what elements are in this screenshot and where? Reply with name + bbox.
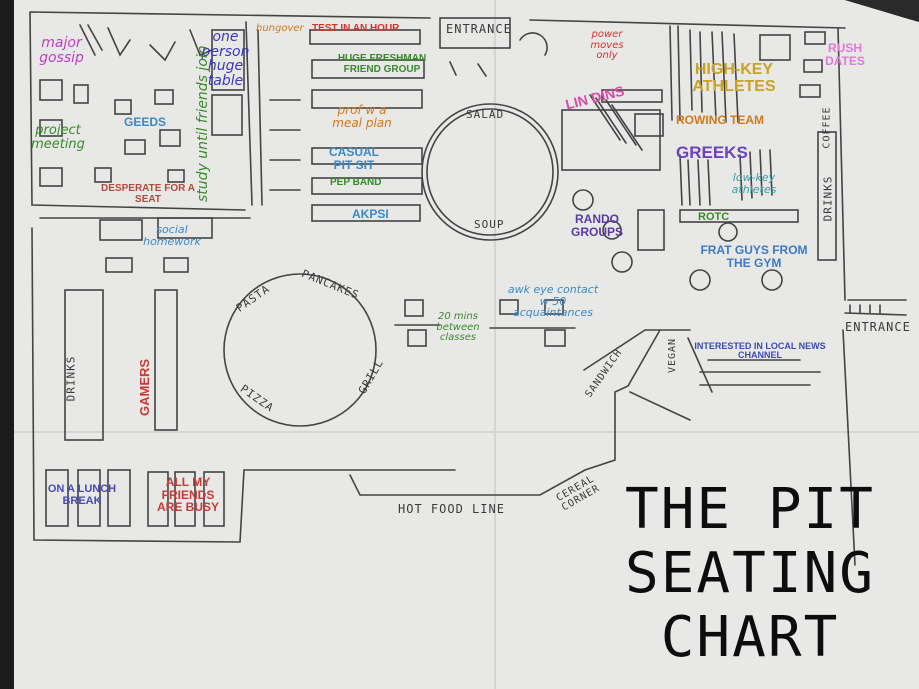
zone-gamers: GAMERS [138, 359, 152, 416]
zone-pep-band: PEP BAND [330, 178, 382, 189]
drinks-left-label: DRINKS [64, 356, 77, 402]
zone-geeds: GEEDS [124, 116, 166, 129]
title-line-2: SEATING [600, 542, 900, 606]
vegan-label: VEGAN [667, 338, 678, 373]
zone-study-until-friends-join: study until friends join [196, 45, 211, 202]
coffee-label: COFFEE [822, 106, 833, 148]
zone-high-key-athletes: HIGH-KEY ATHLETES [676, 62, 792, 96]
zone-prof-w-a-meal-plan: prof w a meal plan [322, 104, 402, 129]
zone-20-mins-between-classes: 20 mins between classes [418, 312, 498, 344]
zone-huge-freshman-friend-group: HUGE FRESHMAN FRIEND GROUP [330, 54, 434, 75]
entrance-top-label: ENTRANCE [446, 22, 512, 36]
soup-label: SOUP [474, 218, 505, 231]
zone-low-key-athletes: low-key athletes [722, 172, 786, 195]
zone-desperate-for-a-seat: DESPERATE FOR A SEAT [96, 184, 200, 205]
drinks-right-label: DRINKS [821, 176, 834, 222]
page-title: THE PIT SEATING CHART [600, 478, 900, 670]
zone-project-meeting: project meeting [26, 124, 90, 151]
zone-frat-guys-from-the-gym: FRAT GUYS FROM THE GYM [692, 244, 816, 269]
zone-on-a-lunch-break: ON A LUNCH BREAK [34, 484, 130, 507]
title-line-3: CHART [600, 606, 900, 670]
zone-rando-groups: RANDO GROUPS [564, 213, 630, 238]
zone-awk-eye-contact: awk eye contact w 50 acquaintances [506, 284, 600, 319]
zone-akpsi: AKPSI [352, 208, 389, 221]
zone-casual-pit-sit: CASUAL PIT SIT [322, 146, 386, 171]
title-line-1: THE PIT [600, 478, 900, 542]
entrance-right-label: ENTRANCE [845, 320, 911, 334]
zone-power-moves-only: power moves only [580, 30, 634, 62]
zone-major-gossip: major gossip [34, 36, 89, 65]
zone-hungover: hungover [256, 24, 304, 35]
hot-food-line-label: HOT FOOD LINE [398, 502, 505, 516]
zone-all-my-friends-are-busy: ALL MY FRIENDS ARE BUSY [148, 476, 228, 514]
zone-greeks: Greeks [676, 144, 748, 162]
salad-label: SALAD [466, 108, 504, 121]
zone-test-in-an-hour: TEST IN AN HOUR [312, 24, 399, 35]
zone-social-homework: social homework [138, 224, 206, 247]
zone-rotc: ROTC [698, 212, 729, 224]
zone-interested-in-local-news: INTERESTED IN LOCAL NEWS CHANNEL [688, 342, 832, 361]
zone-rush-dates: RUSH DATES [818, 42, 872, 67]
zone-rowing-team: ROWING TEAM [676, 114, 764, 127]
